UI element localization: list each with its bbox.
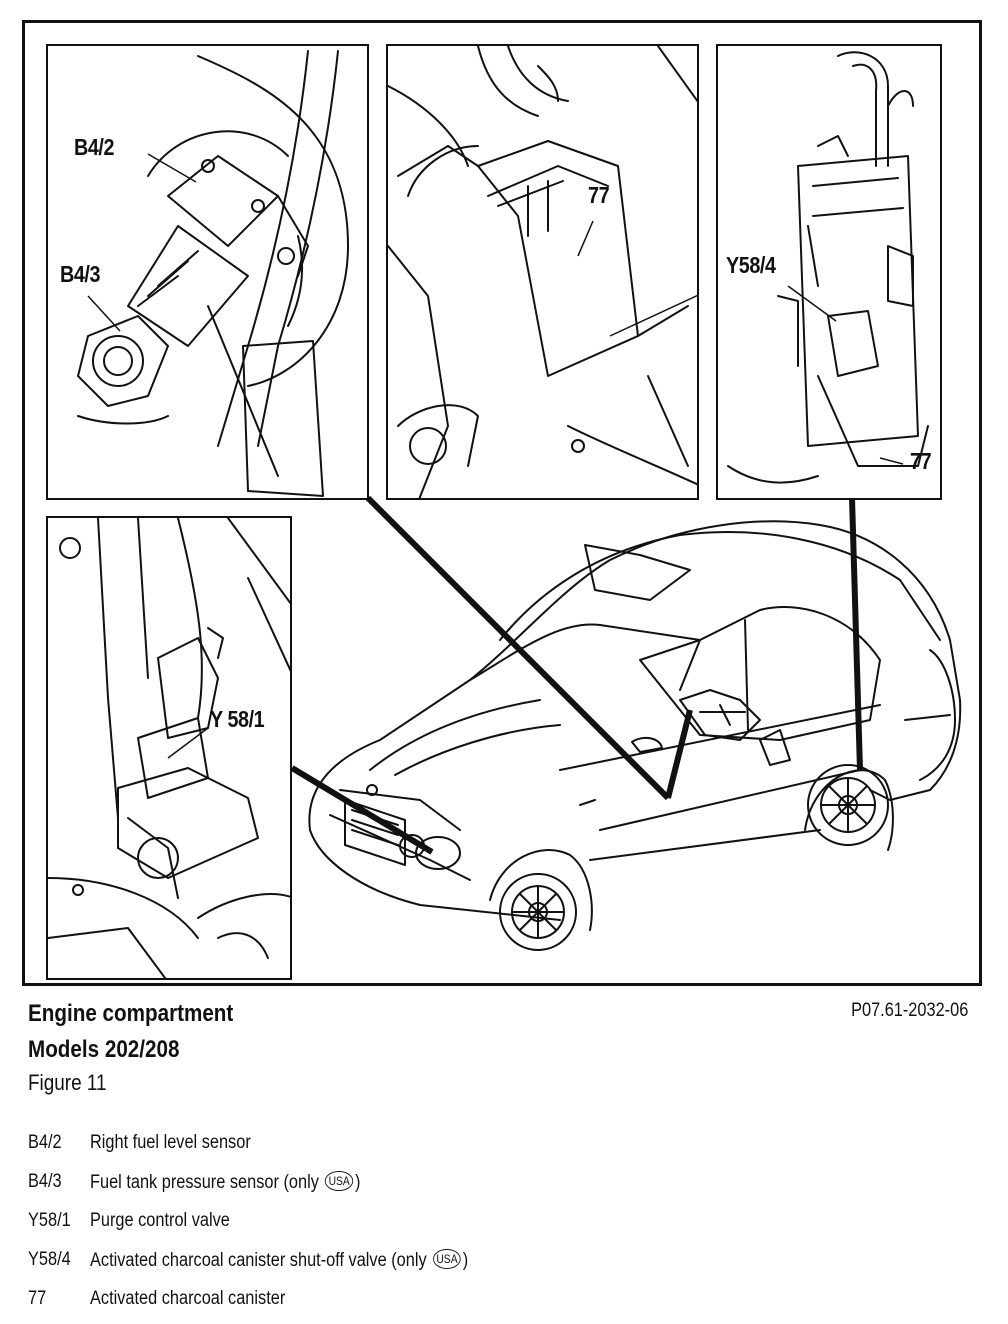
- caption-title: Engine compartment: [28, 1000, 234, 1027]
- legend-code: B4/3: [28, 1171, 62, 1192]
- inset-purge-control-valve: Y 58/1: [46, 516, 292, 980]
- legend-description: Purge control valve: [90, 1210, 230, 1231]
- callout-b4-3: B4/3: [60, 261, 101, 287]
- component-legend: B4/2 Right fuel level sensor B4/3 Fuel t…: [28, 1128, 928, 1323]
- figure-caption: Engine compartment Models 202/208 Figure…: [28, 996, 978, 1098]
- legend-item: B4/3 Fuel tank pressure sensor (only USA…: [28, 1167, 928, 1206]
- legend-item: 77 Activated charcoal canister: [28, 1284, 928, 1323]
- legend-description: Activated charcoal canister shut-off val…: [90, 1249, 469, 1271]
- car-illustration: [290, 495, 962, 951]
- legend-code: B4/2: [28, 1132, 62, 1153]
- callout-77-top-right: 77: [910, 448, 932, 474]
- legend-code: Y58/1: [28, 1210, 71, 1231]
- legend-code: 77: [28, 1288, 47, 1309]
- callout-y58-4: Y58/4: [726, 252, 776, 278]
- legend-code: Y58/4: [28, 1249, 71, 1270]
- inset-canister-shutoff-valve: Y58/4 77: [716, 44, 942, 500]
- usa-badge-icon: USA: [432, 1249, 462, 1269]
- legend-item: Y58/4 Activated charcoal canister shut-o…: [28, 1245, 928, 1284]
- legend-item: Y58/1 Purge control valve: [28, 1206, 928, 1245]
- figure-frame: [22, 20, 982, 986]
- figure-reference-code: P07.61-2032-06: [850, 1000, 968, 1021]
- canister-shutoff-drawing: [727, 51, 929, 484]
- caption-figure-number: Figure 11: [28, 1070, 107, 1095]
- fuel-sensor-drawing: [77, 50, 349, 497]
- legend-description: Activated charcoal canister: [90, 1288, 286, 1309]
- inset-fuel-sensors: B4/2 B4/3: [46, 44, 369, 500]
- legend-item: B4/2 Right fuel level sensor: [28, 1128, 928, 1167]
- canister-location-drawing: [388, 46, 697, 498]
- purge-valve-drawing: [48, 518, 290, 978]
- callout-y58-1: Y 58/1: [210, 706, 265, 732]
- callout-b4-2: B4/2: [74, 134, 115, 160]
- inset-charcoal-canister-location: 77: [386, 44, 699, 500]
- callout-77-top-middle: 77: [588, 182, 610, 208]
- legend-description: Fuel tank pressure sensor (only USA): [90, 1171, 361, 1193]
- legend-description: Right fuel level sensor: [90, 1132, 251, 1153]
- usa-badge-icon: USA: [325, 1171, 354, 1191]
- caption-models: Models 202/208: [28, 1036, 180, 1063]
